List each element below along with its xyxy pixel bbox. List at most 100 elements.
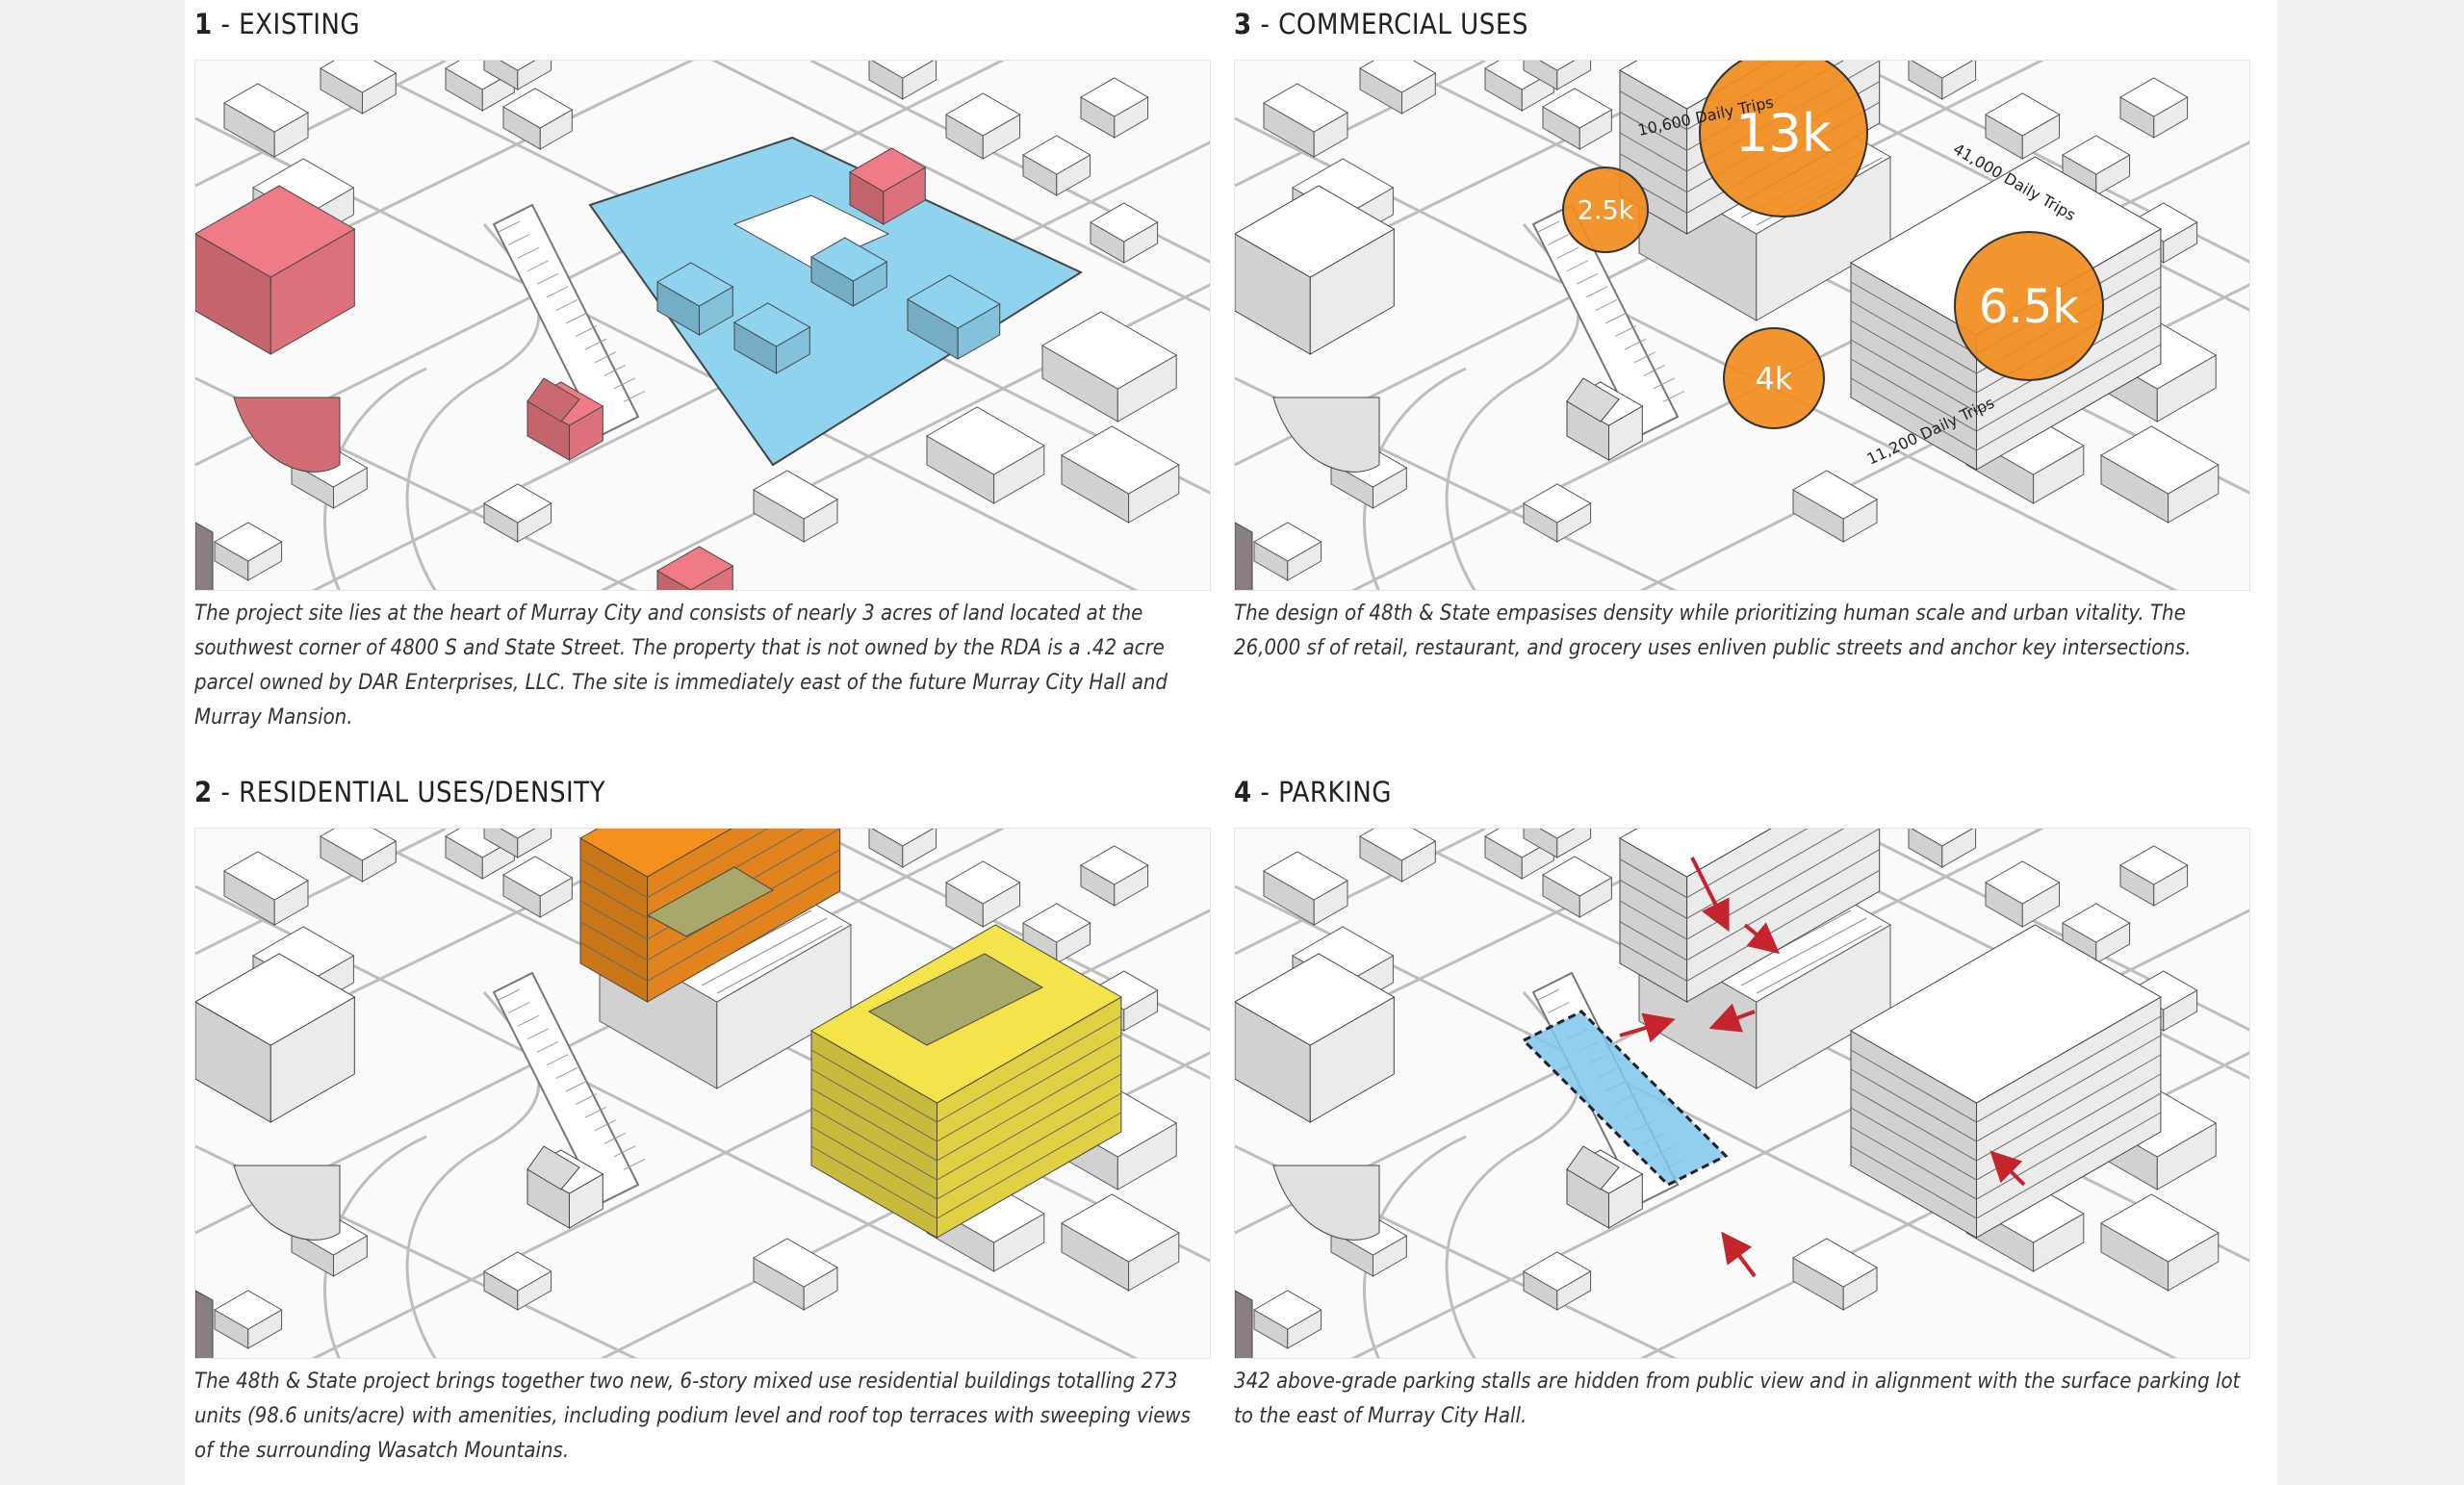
city-hall-rotunda [233, 397, 341, 473]
commercial-bubble-label: 2.5k [1578, 196, 1634, 226]
city-hall [1235, 953, 1396, 1358]
parking-stall-line [613, 377, 636, 390]
adjacent-building [1235, 522, 1253, 590]
context-building [944, 860, 1021, 928]
panel-caption: The 48th & State project brings together… [194, 1370, 1191, 1463]
context-building [752, 470, 839, 543]
parking-stall-line [517, 1014, 540, 1027]
commercial-bubble-label: 6.5k [1979, 280, 2079, 334]
existing-building [906, 274, 1001, 360]
parking-stall-line [1595, 298, 1618, 311]
parking-stall-line [594, 351, 617, 364]
context-building [868, 61, 937, 100]
context-building [2061, 903, 2131, 964]
access-arrow [1708, 1003, 1756, 1033]
context-building [925, 406, 1045, 504]
parking-stall-line [1633, 351, 1656, 364]
surface-parking-highlight [1521, 1010, 1729, 1187]
panel-number: 2 [194, 776, 213, 808]
surface-parking-lot [492, 971, 646, 1206]
parking-stall-line [536, 1040, 559, 1053]
context-building [213, 522, 283, 581]
parking-stall-line [1576, 272, 1599, 285]
panel-caption: 342 above-grade parking stalls are hidde… [1234, 1370, 2241, 1428]
parking-stall-line [1547, 1002, 1570, 1014]
isometric-map [195, 61, 1210, 590]
context-building [222, 83, 310, 158]
commercial-bubble [1723, 327, 1825, 429]
parking-deck-line [701, 917, 828, 986]
existing-building [809, 237, 888, 307]
parking-stall-line [546, 286, 569, 298]
parking-stall-line [1537, 220, 1560, 233]
context-building [1358, 829, 1437, 883]
context-building [1079, 845, 1149, 907]
isometric-map [195, 829, 1210, 1358]
commercial-bubble [1699, 61, 1868, 218]
project-site [588, 136, 1084, 467]
parking-stall-line [555, 298, 578, 311]
panel-title-text: - COMMERCIAL USES [1260, 8, 1528, 40]
south-floor-lines [1850, 1015, 2162, 1219]
murray-mansion [526, 1145, 604, 1229]
proposed-project [578, 829, 1122, 1239]
site-diagram-existing [194, 60, 1211, 591]
context-building [1252, 1290, 1322, 1349]
mansion-roof [526, 377, 580, 422]
parking-stall-line [1643, 364, 1666, 376]
commercial-bubble [1562, 166, 1649, 253]
parking-stall-line [1556, 246, 1579, 259]
street-line [1235, 61, 1486, 188]
south-floor-lines [810, 1015, 1122, 1219]
mansion-roof [1566, 1145, 1620, 1191]
context-building [319, 829, 398, 883]
context-building [1522, 483, 1592, 543]
adjacent-building [195, 1290, 214, 1358]
parking-stall-line [1537, 988, 1560, 1001]
city-hall-mass [1235, 185, 1396, 355]
parking-stall-line [507, 1002, 530, 1014]
commercial-bubble [1954, 231, 2104, 381]
parking-stall-line [584, 338, 607, 350]
panel-title-text: - PARKING [1260, 776, 1393, 808]
access-arrow [1989, 1150, 2026, 1187]
roof-terrace [646, 866, 775, 937]
parking-stall-line [603, 364, 627, 376]
parking-stall-line [1604, 312, 1628, 324]
dar-parcel-building [848, 147, 927, 225]
city-hall [195, 185, 356, 590]
panel-title-text: - RESIDENTIAL USES/DENSITY [220, 776, 606, 808]
panel-number: 4 [1234, 776, 1252, 808]
street-line [1235, 829, 1486, 956]
panel-title: 1 - EXISTING [194, 0, 360, 48]
context-building [1523, 829, 1592, 858]
parking-stall-line [584, 1106, 607, 1118]
context-building [1060, 1193, 1180, 1292]
context-building [483, 61, 552, 90]
parking-stall-line [565, 1080, 588, 1092]
site-diagram-parking [1234, 828, 2250, 1359]
context-building [2099, 1193, 2220, 1292]
context-buildings [213, 829, 1180, 1349]
context-building [1791, 1238, 1879, 1311]
parking-stall-line [1653, 377, 1676, 390]
context-building [1089, 202, 1159, 264]
access-arrows [1619, 857, 2026, 1278]
context-building [1060, 425, 1180, 524]
parking-stall-line [526, 1028, 550, 1040]
context-building [1908, 61, 1977, 100]
parking-stall-line [1547, 234, 1570, 246]
context-building [2118, 845, 2189, 907]
context-building [944, 92, 1021, 160]
parking-stall-line [536, 272, 559, 285]
access-arrow [1619, 1012, 1676, 1043]
parking-stall-line [498, 988, 521, 1001]
context-building [1262, 851, 1349, 926]
parking-stall-line [526, 260, 550, 272]
city-hall-mass [1235, 953, 1396, 1123]
parking-stall-line [498, 220, 521, 233]
context-building [1358, 61, 1437, 115]
context-building [1541, 856, 1613, 918]
context-building [2118, 77, 2189, 139]
